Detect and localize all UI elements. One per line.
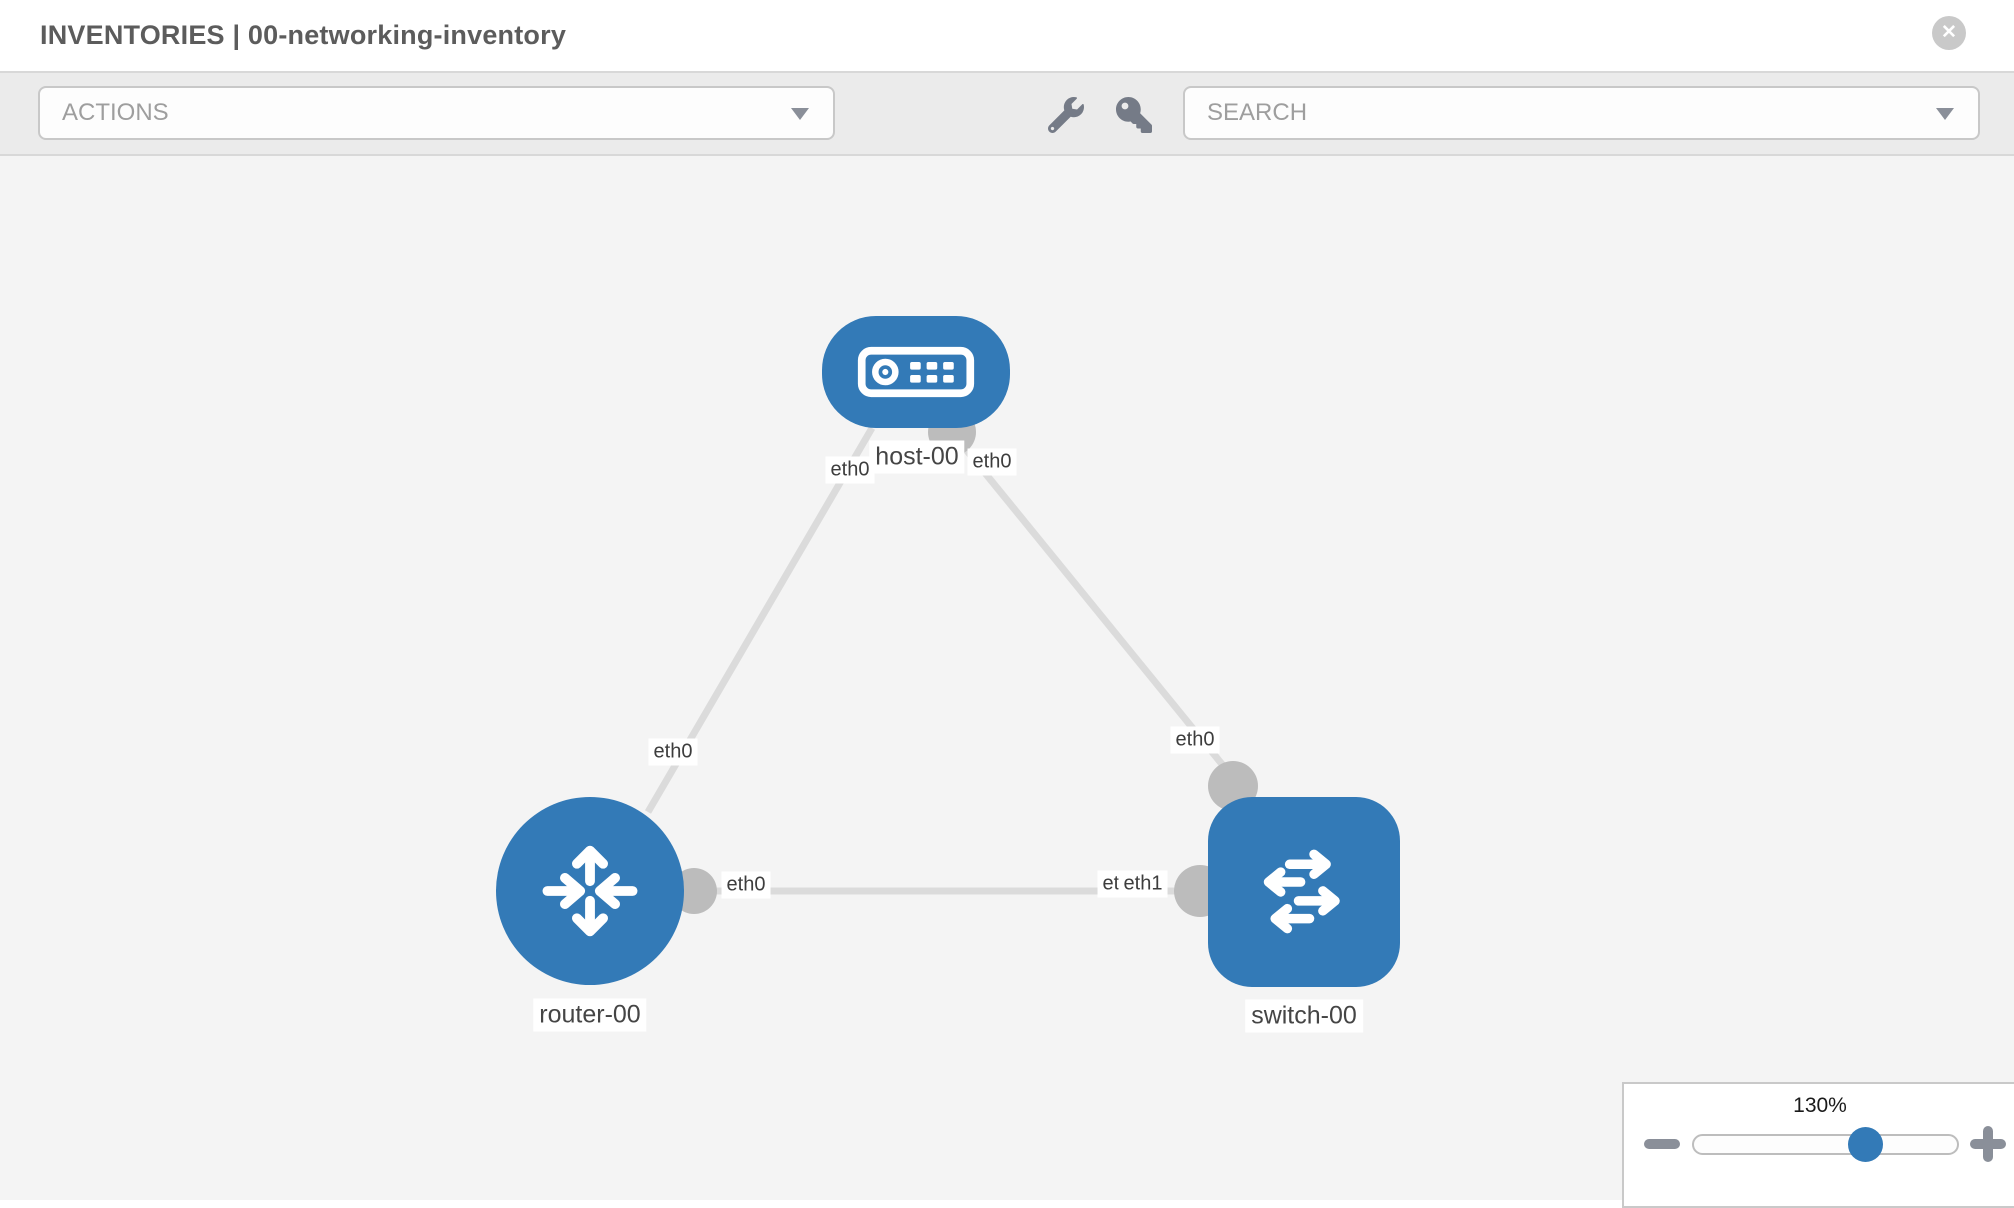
zoom-slider-thumb[interactable] [1848, 1127, 1883, 1162]
router-icon [542, 845, 638, 937]
topology-canvas[interactable]: host-00 router-00 switch-00 eth0 eth0 et… [0, 156, 2014, 1200]
links-layer [644, 408, 1258, 917]
chevron-down-icon [791, 108, 809, 120]
actions-dropdown-label: ACTIONS [62, 99, 169, 126]
zoom-slider-track[interactable] [1692, 1134, 1959, 1155]
toolbar: ACTIONS SEARCH [0, 71, 2014, 156]
interface-label-host-left: eth0 [825, 456, 875, 484]
search-dropdown[interactable]: SEARCH [1183, 86, 1980, 140]
search-placeholder: SEARCH [1207, 99, 1308, 126]
actions-dropdown[interactable]: ACTIONS [38, 86, 835, 140]
zoom-in-button[interactable] [1970, 1124, 2006, 1164]
header: INVENTORIES | 00-networking-inventory ✕ [0, 0, 2014, 71]
close-icon[interactable]: ✕ [1932, 16, 1966, 50]
node-host-00[interactable] [822, 316, 1010, 428]
node-label-host: host-00 [869, 440, 965, 474]
node-label-switch: switch-00 [1245, 999, 1363, 1033]
interface-label-switch-eth1: eth1 [1118, 870, 1168, 898]
interface-label-host-right: eth0 [967, 448, 1017, 476]
switch-icon [1263, 849, 1340, 934]
node-switch-00[interactable] [1208, 797, 1400, 987]
chevron-down-icon [1936, 108, 1954, 120]
interface-label-mid-right: eth0 [1170, 726, 1220, 754]
node-label-router: router-00 [533, 998, 647, 1032]
wrench-icon[interactable] [1048, 97, 1084, 133]
interface-label-mid-left: eth0 [648, 738, 698, 766]
interface-label-router-eth0: eth0 [721, 871, 771, 899]
zoom-out-button[interactable] [1644, 1139, 1680, 1149]
zoom-panel: 130% [1622, 1082, 2014, 1208]
host-icon [857, 346, 975, 398]
key-icon[interactable] [1116, 97, 1152, 133]
zoom-level-label: 130% [1793, 1094, 1847, 1117]
node-router-00[interactable] [496, 797, 684, 985]
plus-icon [1983, 1126, 1993, 1162]
page-title: INVENTORIES | 00-networking-inventory [40, 20, 567, 50]
